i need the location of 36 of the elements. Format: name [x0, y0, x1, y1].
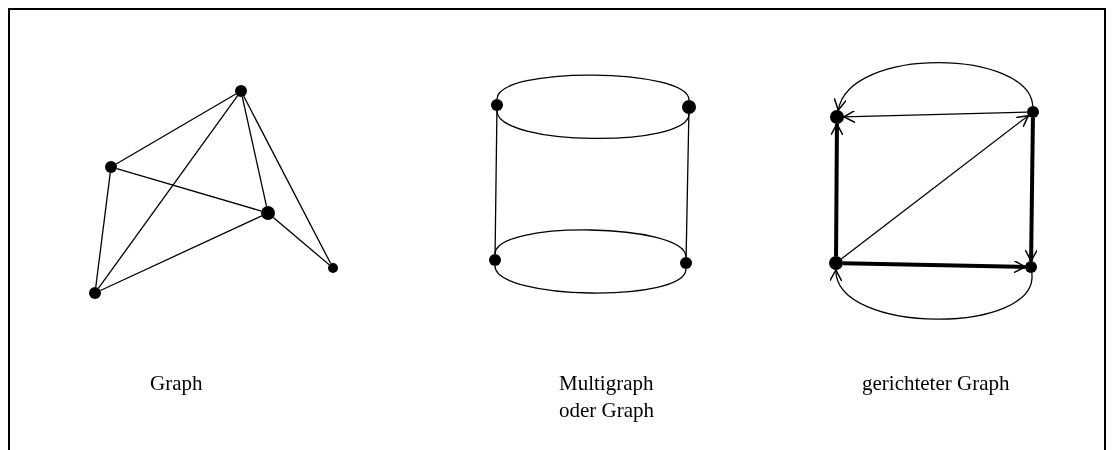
edge-line [494, 110, 498, 255]
edge-line [95, 172, 111, 288]
vertex-dot [682, 100, 696, 114]
edge-line [97, 95, 239, 289]
vertex-dot [328, 263, 338, 273]
arrow [836, 62, 1034, 111]
arrow [840, 114, 1029, 260]
edge-line [494, 265, 687, 294]
arrow [843, 109, 1028, 124]
arrow [832, 269, 1033, 320]
edge-line [116, 168, 262, 212]
edge-line [241, 96, 268, 207]
vertex-dot [89, 287, 101, 299]
vertex-dot [1025, 261, 1037, 273]
vertex-dot [235, 85, 247, 97]
edge-line [99, 215, 263, 292]
arrow [1024, 117, 1038, 262]
edge-line [115, 93, 237, 165]
vertex-dot [680, 257, 692, 269]
graph-caption: Multigraph oder Graph [559, 370, 656, 425]
edge-line [243, 95, 332, 265]
arrow [842, 259, 1026, 274]
vertex-dot [1027, 106, 1039, 118]
edge-line [494, 229, 687, 258]
edge-line [272, 216, 330, 266]
vertex-dot [829, 256, 843, 270]
edge-line [685, 113, 690, 258]
arrow [830, 123, 844, 256]
edge-line [496, 74, 690, 101]
vertex-dot [261, 206, 275, 220]
vertex-dot [105, 161, 117, 173]
vertex-dot [489, 254, 501, 266]
graph-caption: gerichteter Graph [862, 370, 1011, 397]
vertex-dot [830, 110, 844, 124]
vertex-dot [491, 99, 503, 111]
graph-caption: Graph [150, 370, 204, 397]
